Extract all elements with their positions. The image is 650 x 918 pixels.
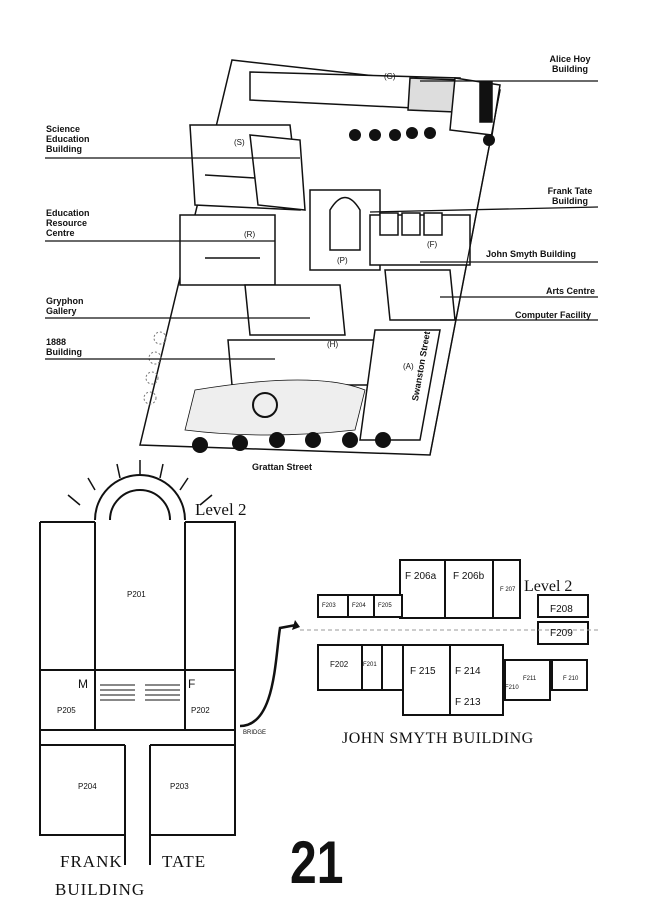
frank-tate-level: Level 2 [195, 500, 247, 519]
campus-map [45, 59, 599, 456]
trees-left [143, 331, 167, 405]
room-f210b: F 210 [563, 676, 579, 682]
room-p203: P203 [170, 782, 189, 791]
frank-tate-floor-plan [39, 460, 300, 865]
room-f205: F205 [378, 603, 392, 609]
education-resource-centre-shape [179, 214, 276, 286]
room-f213: F 213 [455, 697, 481, 708]
trees-grattan [192, 392, 391, 453]
john-smyth-floor-plan [300, 559, 600, 716]
room-f206b: F 206b [453, 571, 485, 582]
block-code-f: (F) [427, 240, 438, 249]
alice-hoy-building-shape [249, 71, 501, 136]
block-code-s: (S) [234, 138, 245, 147]
room-f211: F211 [523, 676, 537, 682]
trees-quad [349, 127, 495, 146]
mark-m: M [78, 677, 88, 691]
science-education-building-shape [189, 124, 306, 211]
john-smyth-title: JOHN SMYTH BUILDING [342, 730, 534, 747]
block-code-g: (G) [384, 72, 396, 81]
frank-tate-building-shape [309, 189, 381, 271]
room-p205: P205 [57, 706, 76, 715]
label-computer-facility: Computer Facility [515, 310, 592, 320]
room-f204: F204 [352, 603, 366, 609]
block-code-p: (P) [337, 256, 348, 265]
john-smyth-level: Level 2 [524, 578, 573, 595]
room-f208: F208 [550, 604, 573, 615]
room-f207: F 207 [500, 587, 516, 593]
label-john-smyth: John Smyth Building [486, 249, 576, 259]
block-a-shape [359, 329, 441, 441]
block-code-h: (H) [327, 340, 339, 349]
room-p202: P202 [191, 706, 210, 715]
room-f210: F210 [505, 685, 519, 691]
1888-building-shape [227, 339, 376, 386]
room-f209: F209 [550, 628, 573, 639]
page-number: 21 [290, 829, 344, 896]
frank-tate-title-frank: FRANK [60, 852, 123, 871]
room-f215: F 215 [410, 666, 436, 677]
arts-centre-shape [384, 269, 456, 321]
bridge-label: BRIDGE [243, 730, 267, 736]
block-code-r: (R) [244, 230, 256, 239]
block-code-a: (A) [403, 362, 414, 371]
frank-tate-title-building: BUILDING [55, 880, 146, 899]
room-f206a: F 206a [405, 571, 437, 582]
room-f203: F203 [322, 603, 336, 609]
swanston-street-edge [429, 89, 501, 456]
room-f202: F202 [330, 660, 349, 669]
courtyard [184, 379, 366, 436]
label-arts-centre: Arts Centre [546, 286, 596, 296]
gryphon-gallery-shape [244, 284, 346, 336]
label-grattan-street: Grattan Street [252, 462, 313, 472]
room-p204: P204 [78, 782, 97, 791]
mark-f: F [188, 677, 196, 691]
john-smyth-building-shape [369, 212, 471, 266]
room-f201: F201 [363, 662, 377, 668]
frank-tate-title-tate: TATE [162, 852, 207, 871]
room-p201: P201 [127, 590, 146, 599]
room-f214: F 214 [455, 666, 481, 677]
leader-lines [45, 80, 599, 360]
